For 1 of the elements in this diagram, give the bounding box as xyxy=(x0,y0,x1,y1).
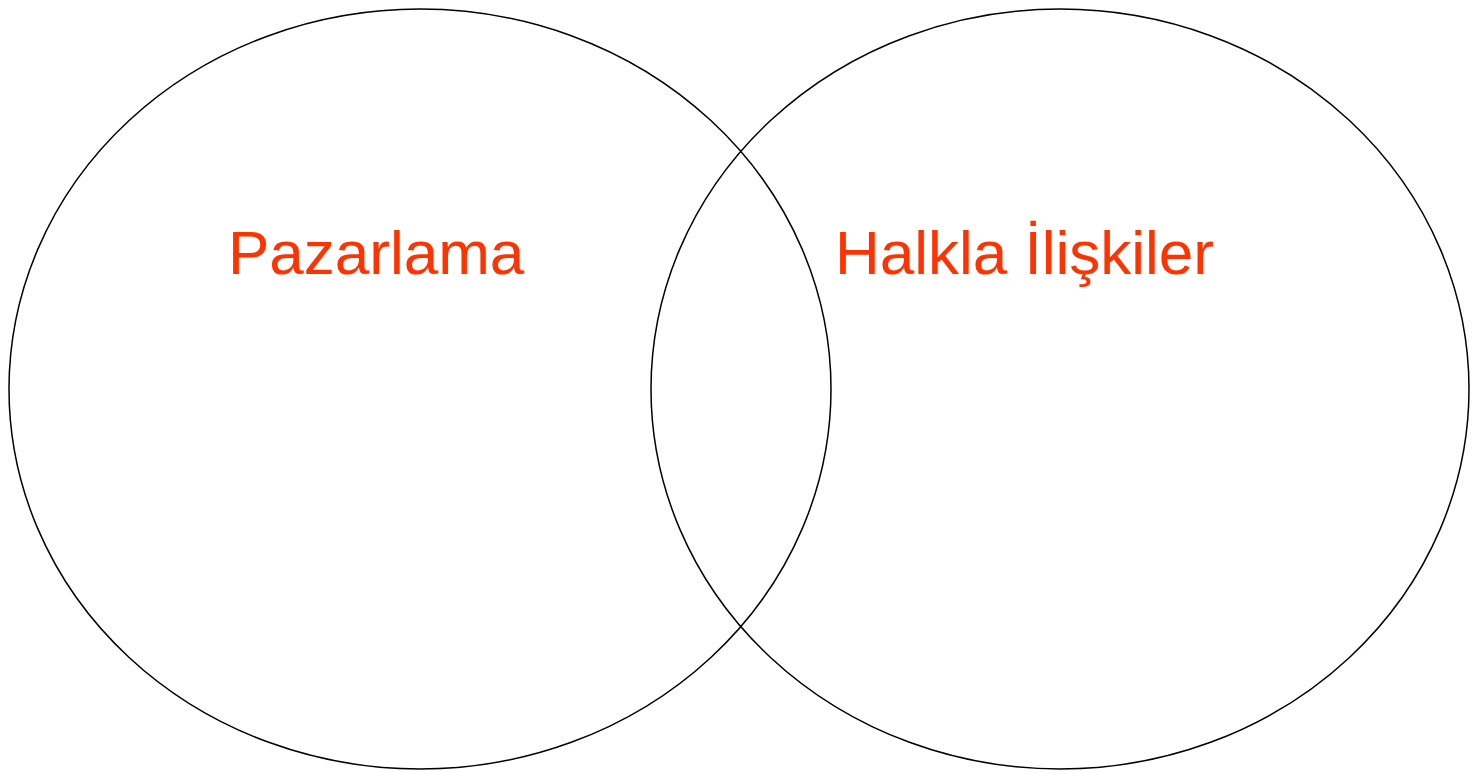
set-label: Pazarlama xyxy=(228,222,525,284)
